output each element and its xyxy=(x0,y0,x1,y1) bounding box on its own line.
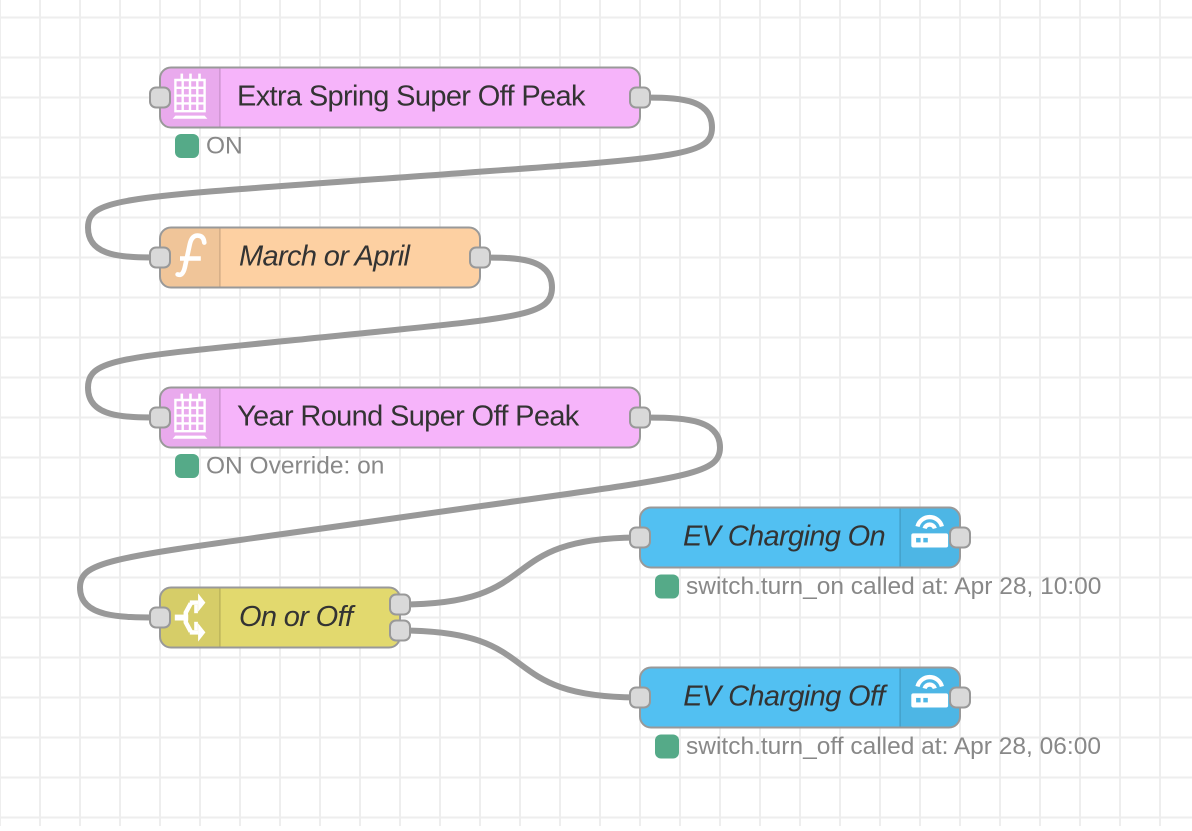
svg-text:EV Charging On: EV Charging On xyxy=(683,521,885,553)
svg-text:switch.turn_off called at: Apr: switch.turn_off called at: Apr 28, 06:00 xyxy=(686,733,1101,760)
svg-text:ON: ON xyxy=(206,133,243,160)
svg-text:switch.turn_on called at: Apr: switch.turn_on called at: Apr 28, 10:00 xyxy=(686,573,1101,600)
svg-text:EV Charging Off: EV Charging Off xyxy=(683,681,888,713)
svg-text:ON Override: on: ON Override: on xyxy=(206,453,384,480)
svg-text:On or Off: On or Off xyxy=(239,601,356,633)
svg-text:Year Round Super Off Peak: Year Round Super Off Peak xyxy=(237,401,580,433)
svg-text:Extra Spring Super Off Peak: Extra Spring Super Off Peak xyxy=(237,81,586,113)
svg-text:March or April: March or April xyxy=(239,241,412,273)
